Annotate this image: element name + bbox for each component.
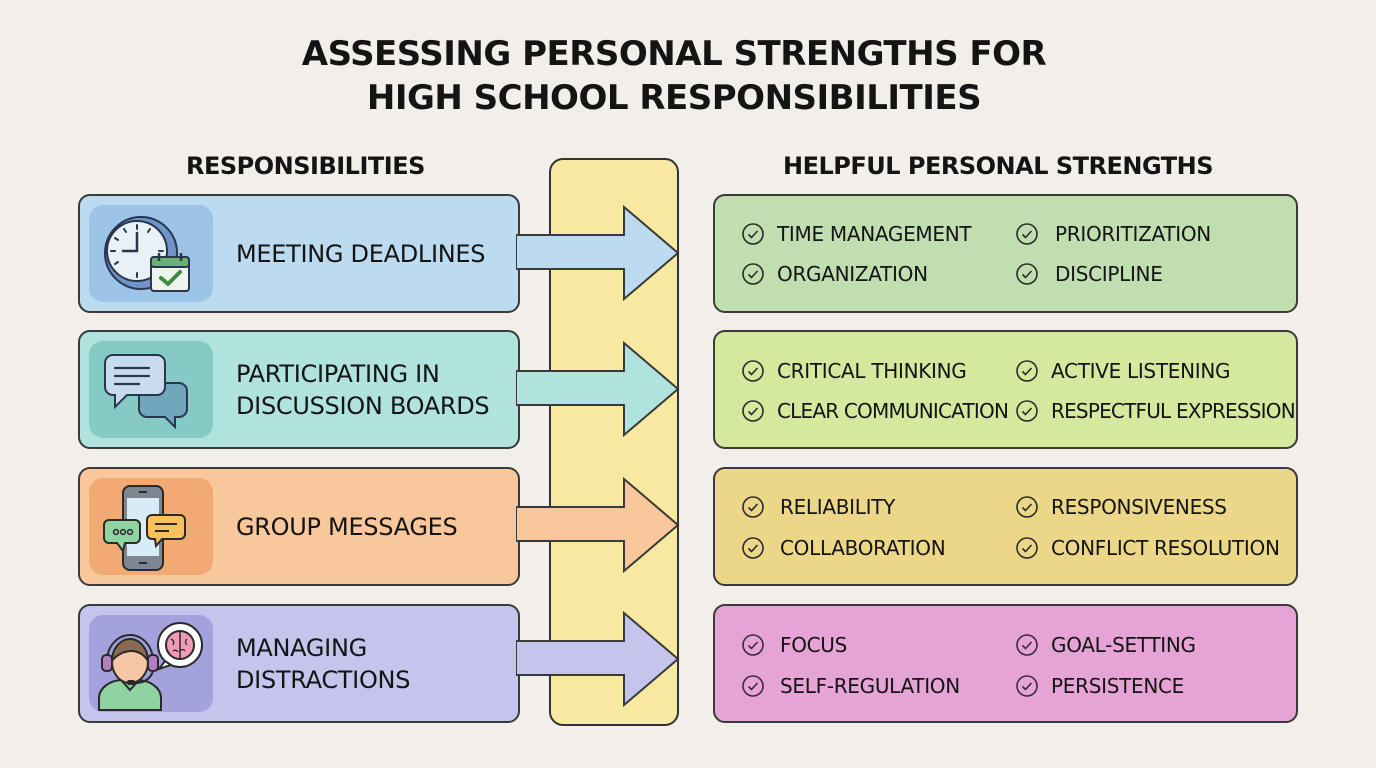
responsibility-card-meeting-deadlines: MEETING DEADLINES [78, 194, 520, 313]
check-circle-icon [742, 634, 764, 656]
responsibility-card-discussion-boards: PARTICIPATING IN DISCUSSION BOARDS [78, 330, 520, 449]
arrow-right-icon [516, 610, 680, 708]
icon-tile [89, 341, 213, 438]
strength-item: CONFLICT RESOLUTION [1015, 536, 1280, 560]
strength-item: GOAL-SETTING [1015, 633, 1196, 657]
strength-item: PRIORITIZATION [1015, 222, 1211, 246]
strength-item: RESPONSIVENESS [1015, 495, 1227, 519]
check-circle-icon [1016, 496, 1038, 518]
title-line-2: HIGH SCHOOL RESPONSIBILITIES [366, 78, 982, 118]
check-circle-icon [1016, 537, 1038, 559]
check-circle-icon [742, 537, 764, 559]
strengths-box-group-messages: RELIABILITY RESPONSIVENESS COLLABORATION… [713, 467, 1298, 586]
icon-tile [89, 615, 213, 712]
strength-item: DISCIPLINE [1015, 262, 1163, 286]
chat-bubbles-icon [104, 354, 188, 430]
check-circle-icon [742, 360, 764, 382]
strength-item: CLEAR COMMUNICATION [741, 399, 1009, 423]
check-circle-icon [742, 675, 764, 697]
clock-calendar-icon [104, 216, 190, 292]
strength-item: FOCUS [741, 633, 847, 657]
strength-item: SELF-REGULATION [741, 674, 960, 698]
responsibility-label: GROUP MESSAGES [236, 512, 458, 541]
check-circle-icon [742, 400, 764, 422]
check-circle-icon [742, 496, 764, 518]
check-circle-icon [1016, 675, 1038, 697]
responsibility-label: MEETING DEADLINES [236, 239, 486, 268]
strength-item: RESPECTFUL EXPRESSION [1015, 399, 1296, 423]
diagram-title: ASSESSING PERSONAL STRENGTHS FOR HIGH SC… [0, 32, 1376, 120]
strength-item: TIME MANAGEMENT [741, 222, 972, 246]
strength-item: PERSISTENCE [1015, 674, 1184, 698]
strength-item: COLLABORATION [741, 536, 946, 560]
arrow-right-icon [516, 476, 680, 574]
check-circle-icon [742, 223, 764, 245]
responsibility-card-managing-distractions: MANAGING DISTRACTIONS [78, 604, 520, 723]
strength-item: RELIABILITY [741, 495, 895, 519]
icon-tile [89, 478, 213, 575]
strengths-box-meeting-deadlines: TIME MANAGEMENT PRIORITIZATION ORGANIZAT… [713, 194, 1298, 313]
strengths-box-discussion-boards: CRITICAL THINKING ACTIVE LISTENING CLEAR… [713, 330, 1298, 449]
strengths-box-managing-distractions: FOCUS GOAL-SETTING SELF-REGULATION PERSI… [713, 604, 1298, 723]
responsibility-label: MANAGING DISTRACTIONS [236, 633, 411, 694]
title-line-1: ASSESSING PERSONAL STRENGTHS FOR [301, 34, 1047, 74]
responsibility-label: PARTICIPATING IN DISCUSSION BOARDS [236, 359, 490, 420]
check-circle-icon [1016, 634, 1038, 656]
check-circle-icon [1016, 400, 1038, 422]
strength-item: ACTIVE LISTENING [1015, 359, 1231, 383]
phone-messages-icon [103, 485, 186, 571]
strengths-header: HELPFUL PERSONAL STRENGTHS [783, 152, 1214, 180]
icon-tile [89, 205, 213, 302]
responsibility-card-group-messages: GROUP MESSAGES [78, 467, 520, 586]
strength-item: CRITICAL THINKING [741, 359, 967, 383]
check-circle-icon [1016, 360, 1038, 382]
person-headset-brain-icon [98, 622, 203, 711]
strength-item: ORGANIZATION [741, 262, 928, 286]
check-circle-icon [1016, 223, 1038, 245]
check-circle-icon [742, 263, 764, 285]
check-circle-icon [1016, 263, 1038, 285]
responsibilities-header: RESPONSIBILITIES [186, 152, 425, 180]
arrow-right-icon [516, 340, 680, 438]
arrow-right-icon [516, 204, 680, 302]
